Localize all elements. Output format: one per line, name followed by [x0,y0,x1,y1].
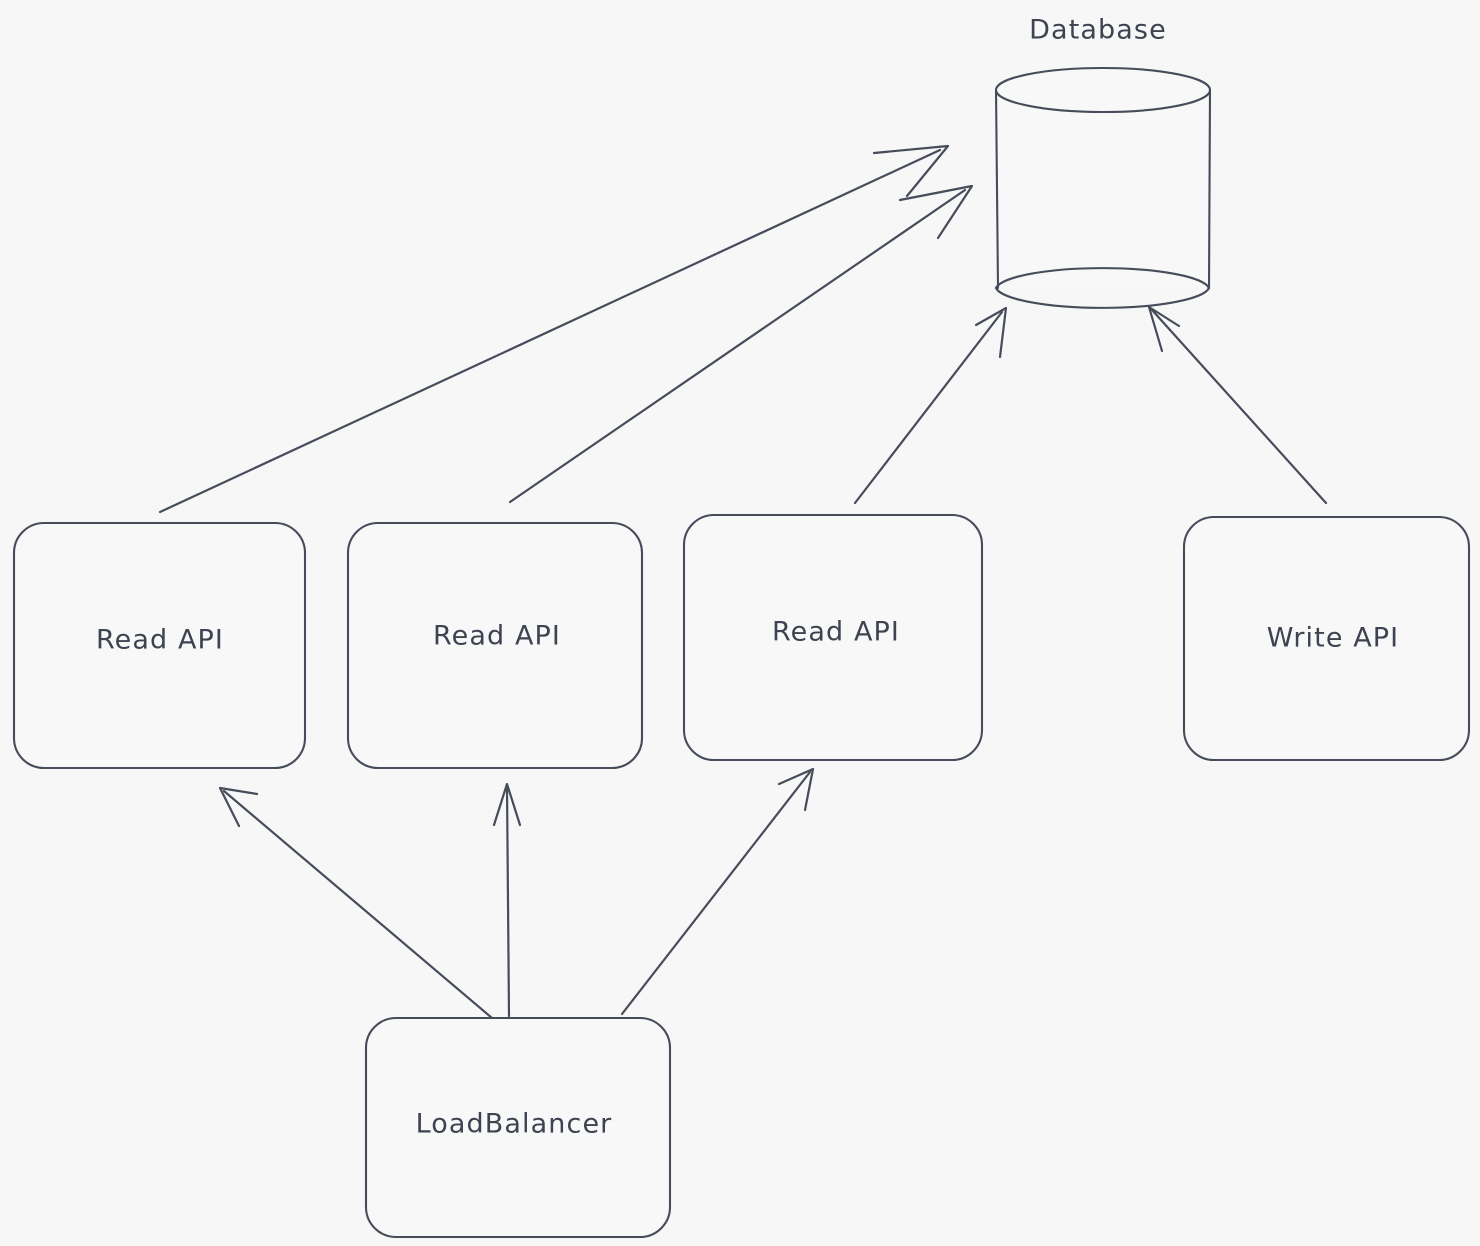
edge-load-balancer-to-read-api-2 [492,782,522,1018]
edge-read-api-2-to-database [508,184,974,504]
edge-read-api-3-to-database [853,306,1008,505]
node-database[interactable]: Database [994,15,1212,309]
edge-load-balancer-to-read-api-1 [218,786,494,1020]
node-read-api-3[interactable]: Read API [682,513,984,762]
node-read-api-2[interactable]: Read API [346,521,644,770]
write-api-label: Write API [1267,623,1399,654]
load-balancer-label: LoadBalancer [416,1109,613,1140]
edge-write-api-to-database [1147,305,1328,505]
read-api-2-label: Read API [433,621,561,652]
database-label: Database [1029,15,1167,46]
edge-load-balancer-to-read-api-3 [620,767,815,1016]
read-api-3-label: Read API [772,617,900,648]
edge-read-api-1-to-database [158,144,950,514]
node-load-balancer[interactable]: LoadBalancer [364,1016,672,1239]
node-write-api[interactable]: Write API [1182,515,1471,762]
node-read-api-1[interactable]: Read API [12,521,307,770]
read-api-1-label: Read API [96,625,224,656]
